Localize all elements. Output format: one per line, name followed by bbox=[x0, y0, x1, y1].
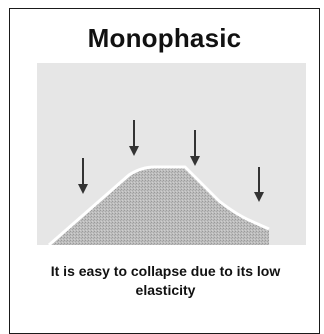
monophasic-hill bbox=[49, 167, 269, 245]
monophasic-diagram bbox=[37, 63, 306, 245]
diagram-svg bbox=[48, 120, 270, 245]
card-caption: It is easy to collapse due to its low el… bbox=[50, 263, 281, 298]
down-arrow-icon bbox=[254, 167, 264, 202]
monophasic-card: Monophasic bbox=[9, 8, 320, 334]
card-title: Monophasic bbox=[87, 23, 242, 53]
down-arrow-icon bbox=[129, 120, 139, 156]
hill-outline bbox=[48, 165, 270, 245]
down-arrow-icon bbox=[190, 130, 200, 166]
down-arrow-icon bbox=[78, 158, 88, 194]
